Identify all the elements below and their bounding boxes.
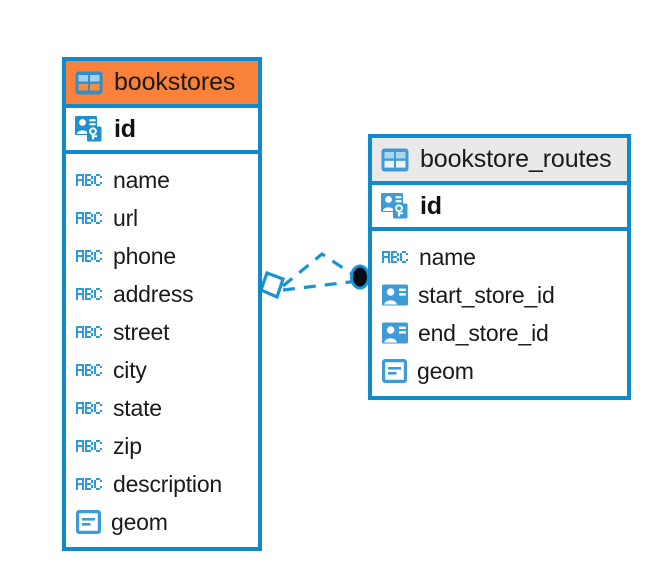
- field-label: url: [113, 204, 138, 231]
- field-row-zip[interactable]: zip: [66, 427, 258, 465]
- foreign-key-icon: [382, 322, 408, 344]
- field-row-city[interactable]: city: [66, 351, 258, 389]
- entity-title: bookstore_routes: [420, 145, 612, 173]
- field-row-start-store-id[interactable]: start_store_id: [372, 276, 627, 314]
- entity-header[interactable]: bookstores: [66, 61, 258, 108]
- primary-key-row[interactable]: id: [372, 185, 627, 231]
- abc-text-icon: [76, 250, 102, 262]
- entity-bookstore-routes[interactable]: bookstore_routes id: [368, 134, 631, 400]
- field-row-geom[interactable]: geom: [66, 503, 258, 541]
- field-label: geom: [417, 357, 474, 384]
- field-row-description[interactable]: description: [66, 465, 258, 503]
- relationship-line-upper: [281, 252, 359, 288]
- field-row-geom[interactable]: geom: [372, 352, 627, 390]
- table-icon: [75, 71, 103, 94]
- relationship-line-lower: [282, 279, 359, 292]
- field-label: geom: [111, 508, 168, 535]
- field-label: address: [113, 280, 194, 307]
- diamond-marker: [258, 270, 286, 300]
- filled-circle-marker: [350, 264, 370, 290]
- field-row-name[interactable]: name: [372, 238, 627, 276]
- abc-text-icon: [76, 174, 102, 186]
- abc-text-icon: [76, 478, 102, 490]
- primary-key-icon: [75, 116, 102, 142]
- field-label: zip: [113, 432, 142, 459]
- field-row-phone[interactable]: phone: [66, 237, 258, 275]
- field-label: id: [420, 191, 442, 220]
- geometry-icon: [76, 510, 101, 534]
- entity-header[interactable]: bookstore_routes: [372, 138, 627, 185]
- entity-title: bookstores: [114, 68, 236, 96]
- field-row-state[interactable]: state: [66, 389, 258, 427]
- field-list: name start_store_id: [372, 231, 627, 396]
- field-label: phone: [113, 242, 176, 269]
- geometry-icon: [382, 359, 407, 383]
- field-label: start_store_id: [418, 281, 555, 308]
- field-row-name[interactable]: name: [66, 161, 258, 199]
- abc-text-icon: [76, 364, 102, 376]
- abc-text-icon: [76, 288, 102, 300]
- foreign-key-icon: [382, 284, 408, 306]
- abc-text-icon: [76, 440, 102, 452]
- abc-text-icon: [76, 212, 102, 224]
- field-row-url[interactable]: url: [66, 199, 258, 237]
- primary-key-row[interactable]: id: [66, 108, 258, 154]
- field-row-address[interactable]: address: [66, 275, 258, 313]
- field-label: end_store_id: [418, 319, 549, 346]
- abc-text-icon: [382, 251, 408, 263]
- primary-key-icon: [381, 193, 408, 219]
- field-label: street: [113, 318, 170, 345]
- field-row-end-store-id[interactable]: end_store_id: [372, 314, 627, 352]
- field-label: city: [113, 356, 147, 383]
- field-list: name url: [66, 154, 258, 547]
- field-label: id: [114, 114, 136, 143]
- field-label: name: [113, 166, 170, 193]
- abc-text-icon: [76, 326, 102, 338]
- field-label: name: [419, 243, 476, 270]
- field-row-street[interactable]: street: [66, 313, 258, 351]
- table-icon: [381, 148, 409, 171]
- entity-bookstores[interactable]: bookstores id: [62, 57, 262, 551]
- field-label: description: [113, 470, 223, 497]
- abc-text-icon: [76, 402, 102, 414]
- field-label: state: [113, 394, 162, 421]
